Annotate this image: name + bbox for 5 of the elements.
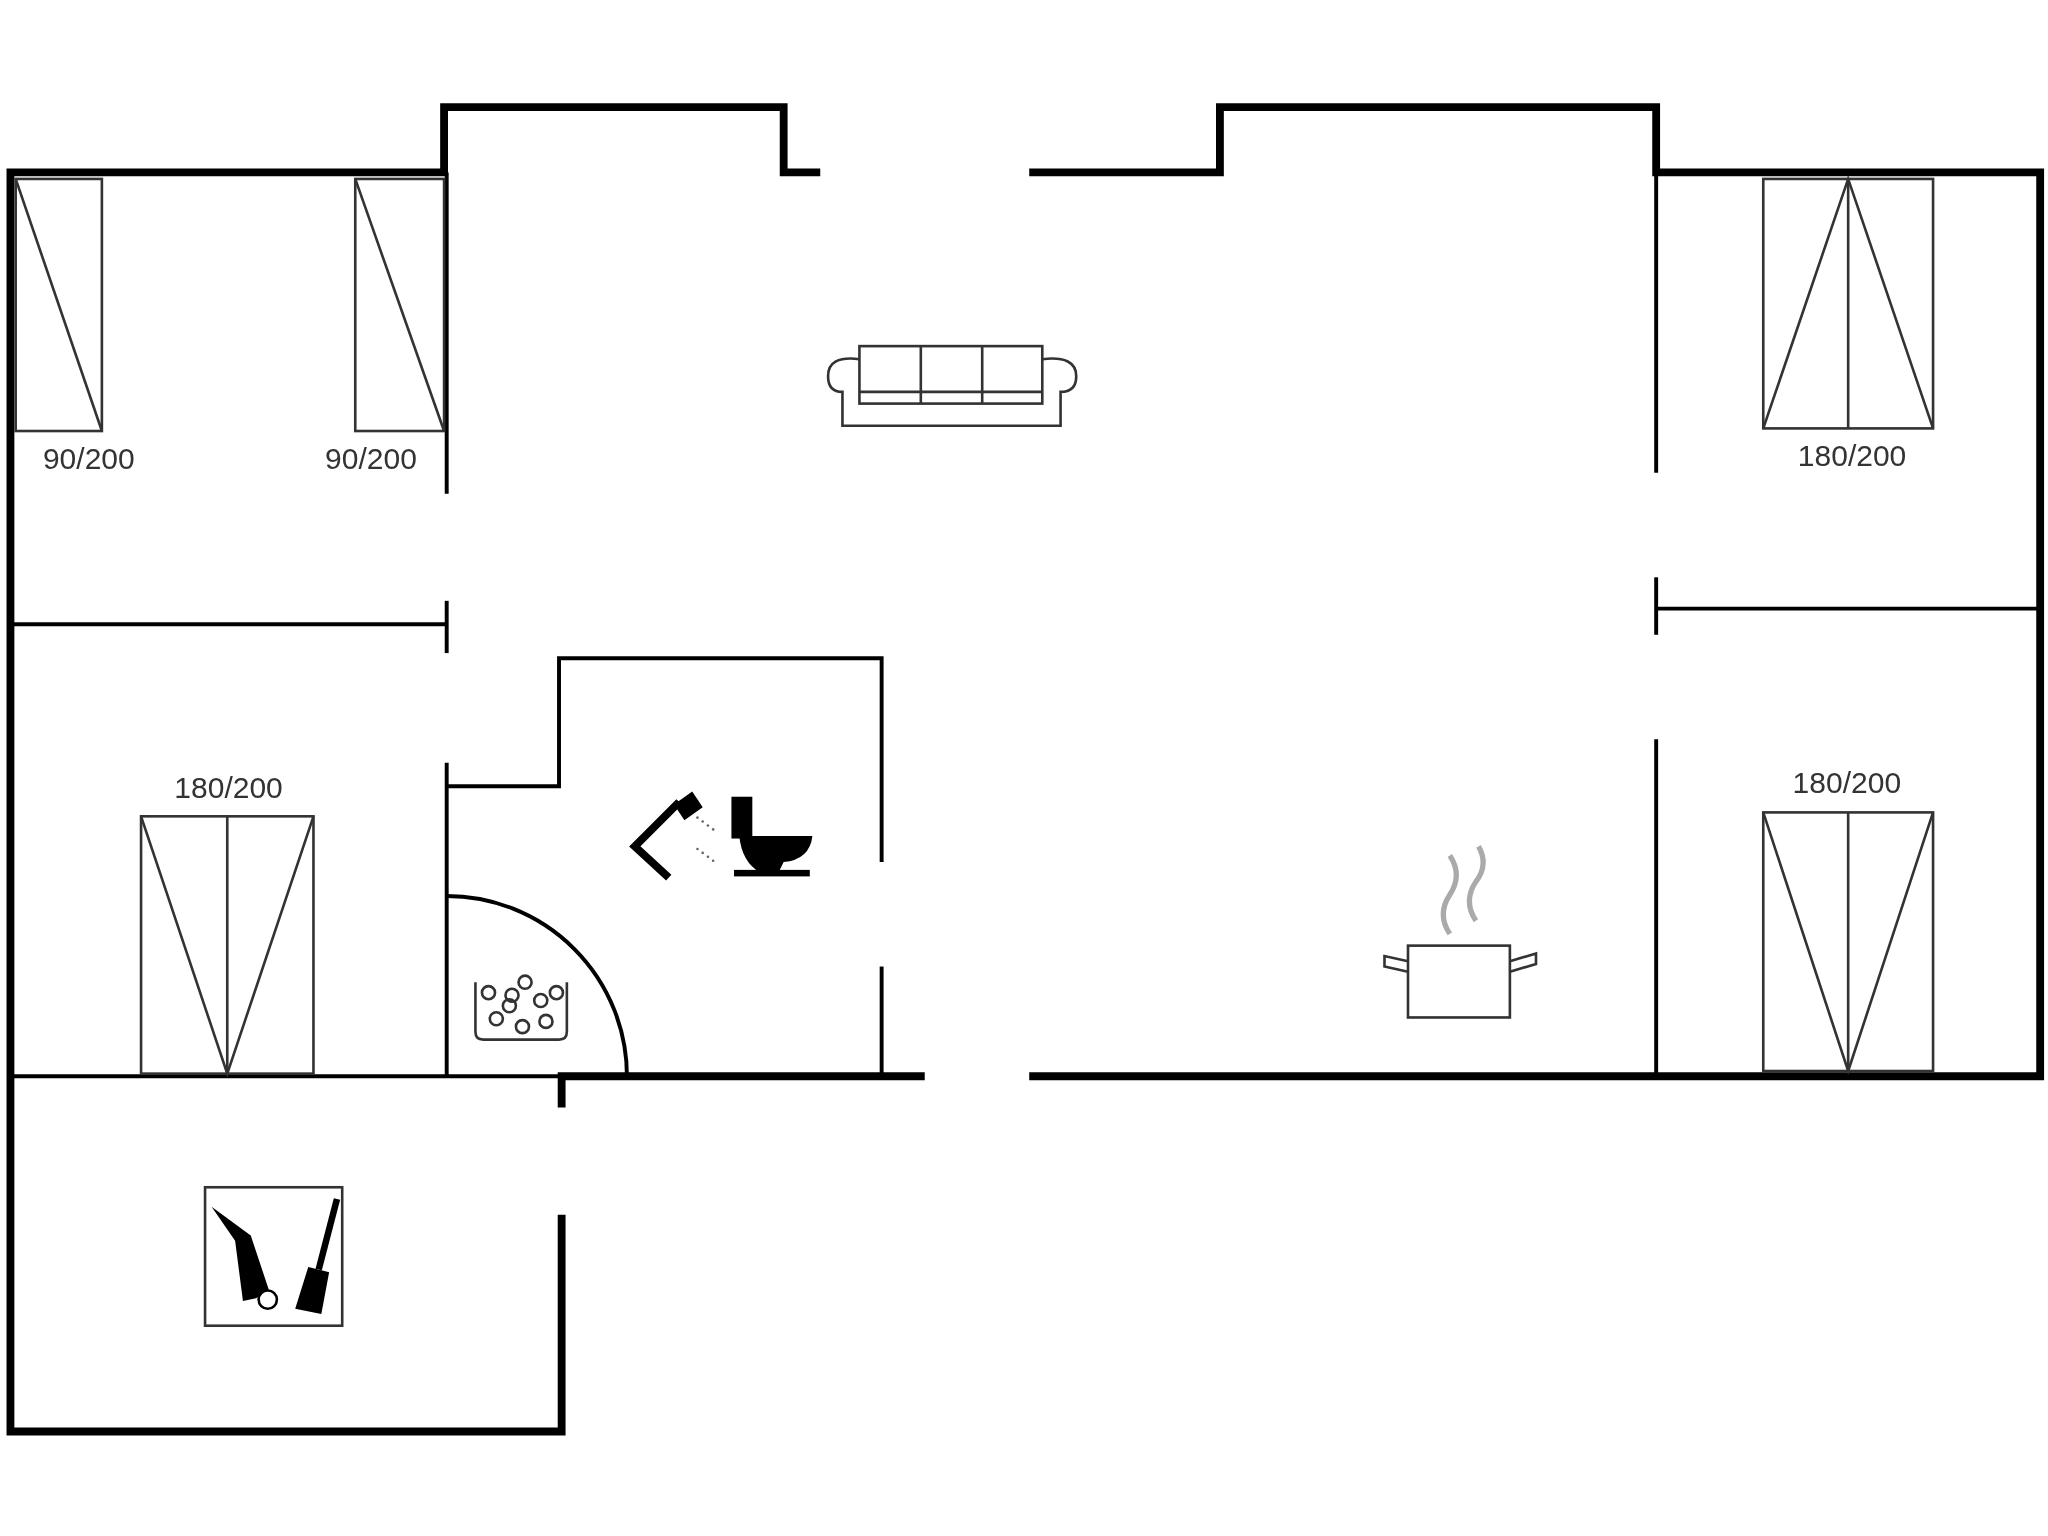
bed-size-label: 90/200 <box>325 444 417 475</box>
bed-size-label: 180/200 <box>1797 441 1907 472</box>
bed-size-label: 180/200 <box>1792 768 1902 798</box>
bed-size-label: 90/200 <box>42 444 135 475</box>
bed-size-label: 180/200 <box>174 773 283 804</box>
